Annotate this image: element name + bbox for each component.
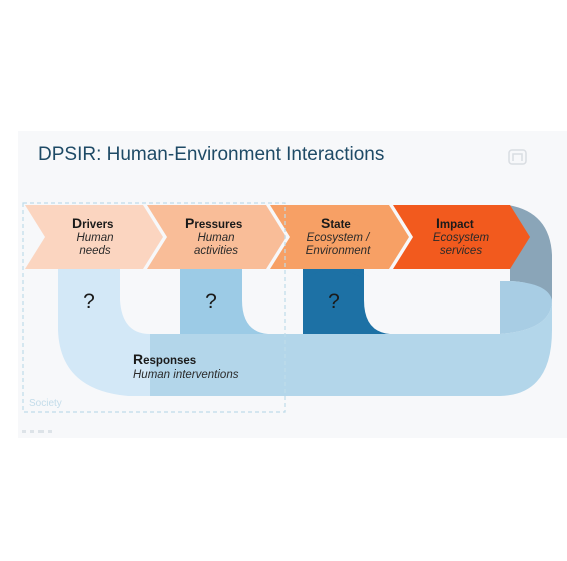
state-question: ? bbox=[328, 290, 340, 313]
responses-initial: R bbox=[133, 351, 143, 367]
pressures-title: Pressures bbox=[185, 215, 242, 231]
responses-sub: Human interventions bbox=[133, 369, 239, 381]
drivers-loop bbox=[58, 268, 150, 396]
pressures-initial: P bbox=[185, 215, 194, 231]
impact-box bbox=[393, 205, 530, 269]
state-stem bbox=[303, 268, 390, 334]
pressures-box bbox=[147, 205, 286, 269]
state-rest: tate bbox=[330, 219, 350, 231]
state-shield-top bbox=[303, 266, 364, 278]
drivers-box bbox=[25, 205, 163, 269]
responses-band bbox=[102, 300, 552, 396]
impact-initial: I bbox=[436, 215, 440, 231]
drivers-title: Drivers bbox=[72, 215, 113, 231]
state-title: State bbox=[321, 215, 351, 231]
pressures-question: ? bbox=[205, 290, 217, 313]
impact-sub1: Ecosystem bbox=[433, 232, 490, 244]
drivers-shield-top bbox=[58, 266, 120, 278]
impact-title: Impact bbox=[436, 215, 474, 231]
society-label: Society bbox=[29, 398, 62, 409]
slide-nav[interactable] bbox=[22, 430, 52, 433]
society-frame bbox=[22, 202, 286, 413]
pressures-shield-top bbox=[180, 266, 242, 278]
pressures-stem bbox=[180, 268, 268, 334]
loop-inner bbox=[500, 281, 552, 334]
page-title: DPSIR: Human-Environment Interactions bbox=[38, 144, 385, 165]
state-sub1: Ecosystem / bbox=[307, 232, 371, 244]
state-initial: S bbox=[321, 215, 330, 231]
logo-icon bbox=[508, 149, 527, 165]
responses-rest: esponses bbox=[143, 355, 196, 367]
drivers-initial: D bbox=[72, 215, 82, 231]
impact-sub2: services bbox=[440, 245, 482, 257]
drivers-sub2: needs bbox=[79, 245, 111, 257]
drivers-sub1: Human bbox=[76, 232, 113, 244]
pressures-rest: ressures bbox=[194, 219, 242, 231]
impact-rest: mpact bbox=[440, 219, 474, 231]
responses-title: Responses bbox=[133, 351, 196, 367]
pressures-sub1: Human bbox=[197, 232, 234, 244]
state-box bbox=[270, 205, 409, 269]
drivers-question: ? bbox=[83, 290, 95, 313]
state-sub2: Environment bbox=[306, 245, 371, 257]
pressures-sub2: activities bbox=[194, 245, 238, 257]
drivers-rest: rivers bbox=[82, 219, 113, 231]
